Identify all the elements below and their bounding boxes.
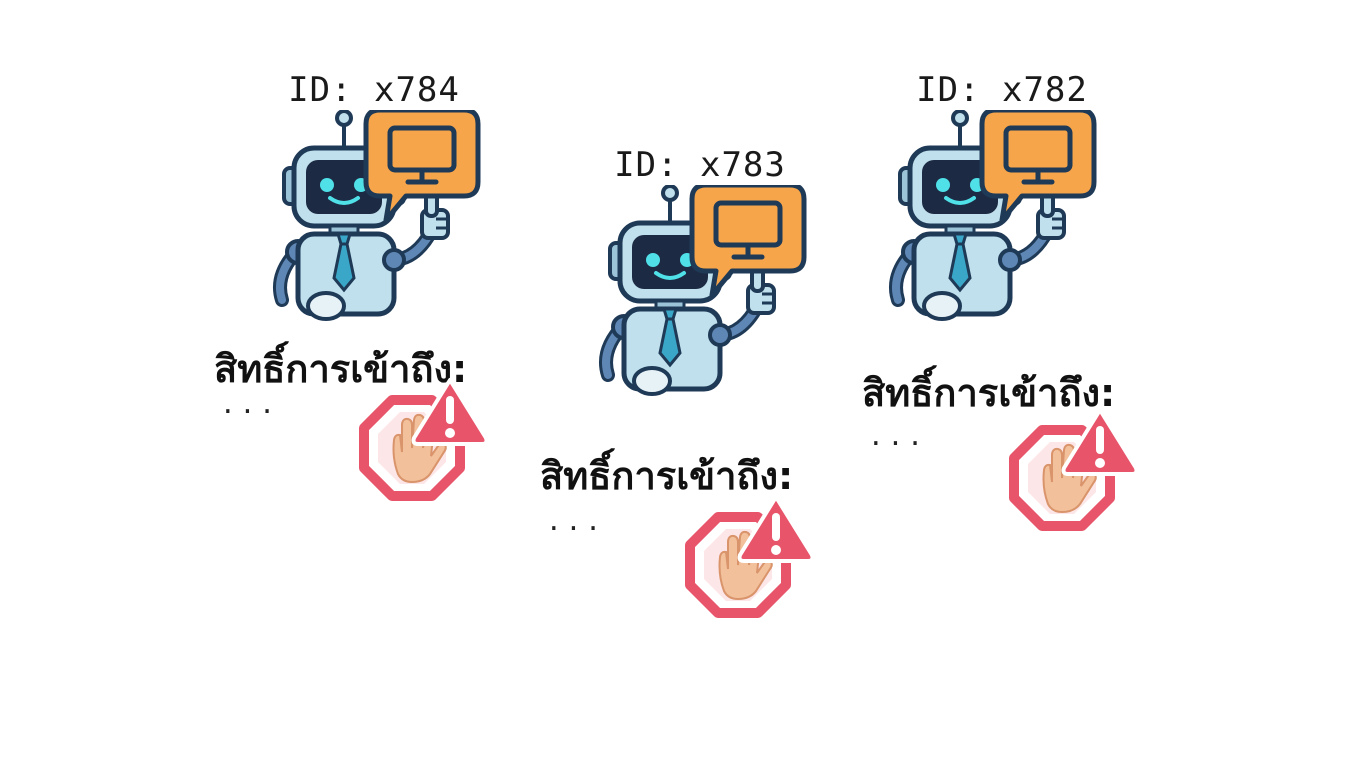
permission-label: สิทธิ์การเข้าถึง: [214,347,468,391]
stop-hand-icon [1004,408,1144,538]
agent-id: ID: x783 [614,145,786,185]
stop-hand-icon [680,495,820,625]
permission-value: ... [868,422,927,452]
agent-id: ID: x784 [288,70,460,110]
permission-label: สิทธิ์การเข้าถึง: [540,454,794,498]
robot-icon [264,110,494,325]
stop-hand-icon [354,378,494,508]
robot-icon [880,110,1110,325]
permission-value: ... [546,507,605,537]
agent-card-x782: ID: x782 สิทธิ์การเข้าถึง: ... [862,70,1162,550]
permission-label: สิทธิ์การเข้าถึง: [862,371,1116,415]
agent-card-x784: ID: x784 สิทธิ์การเข้าถึง: ... [214,70,514,550]
agent-card-x783: ID: x783 สิทธิ์การเข้าถึง: ... [540,145,840,625]
permission-value: ... [220,390,279,420]
robot-icon [590,185,820,400]
agent-id: ID: x782 [916,70,1088,110]
